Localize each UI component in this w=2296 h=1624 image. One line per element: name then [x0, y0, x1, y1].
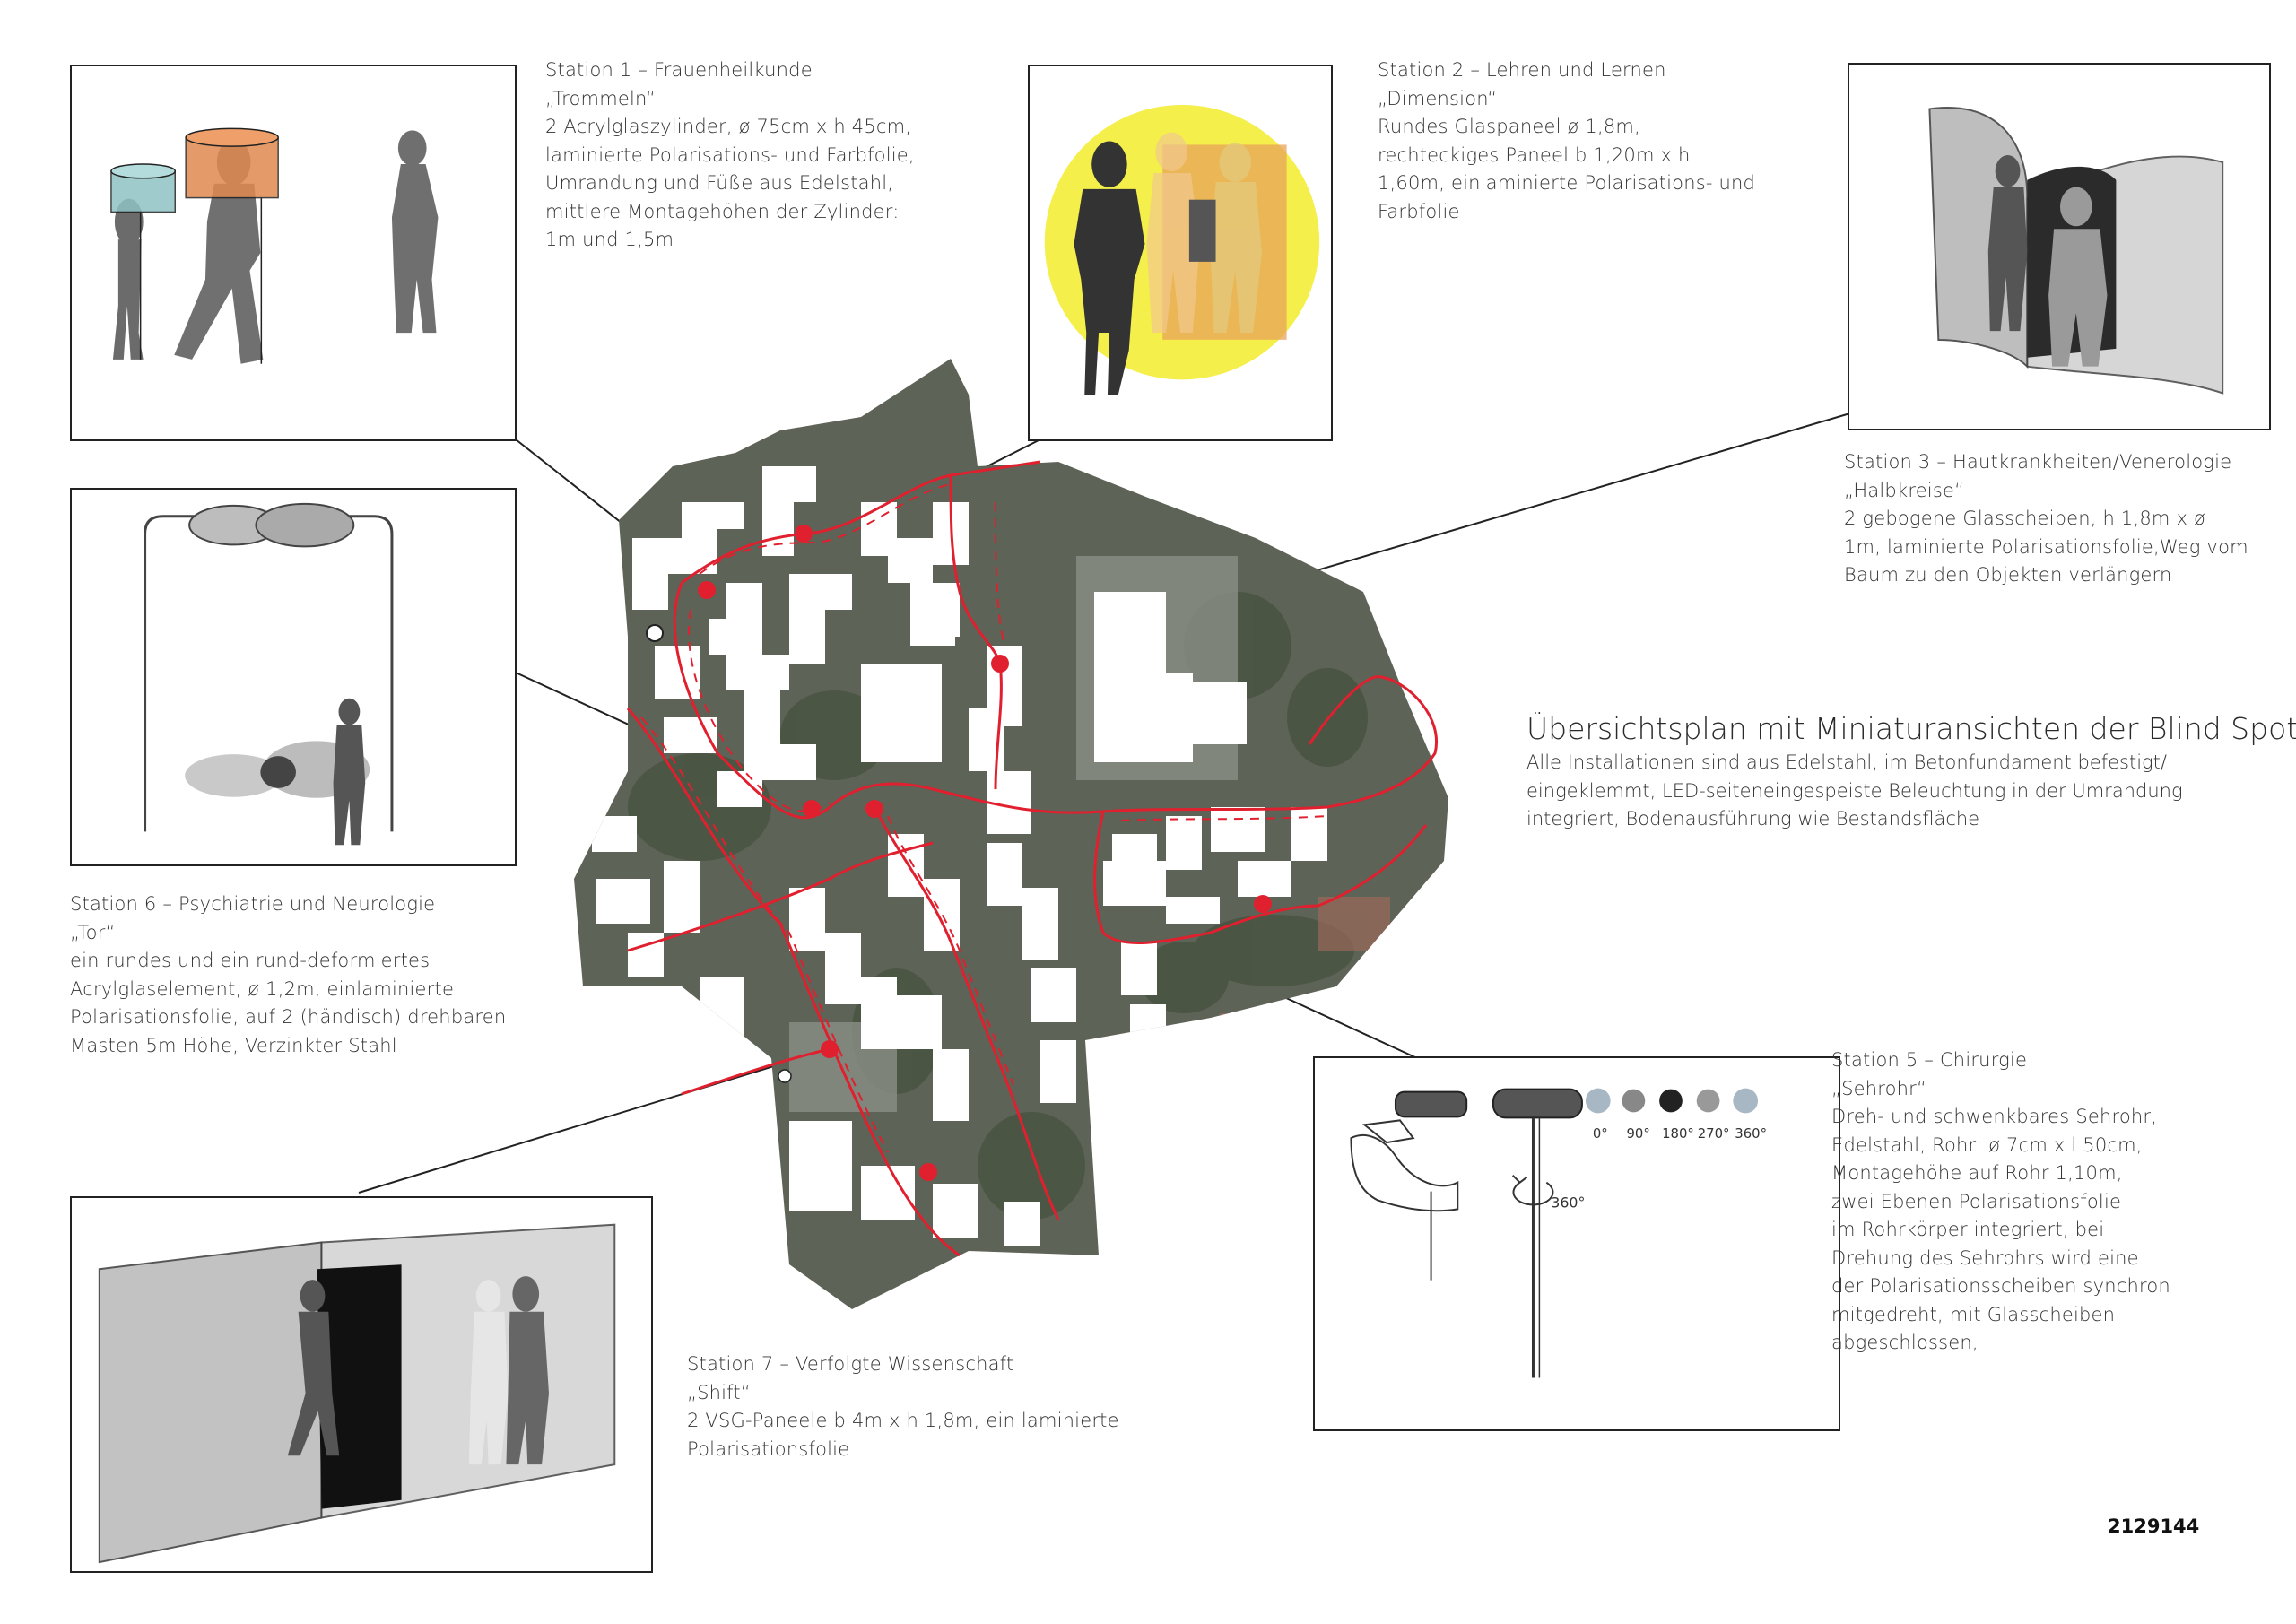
page-title: Übersichtsplan mit Miniaturansichten der… — [1526, 711, 2296, 746]
station-3-description: Station 3 – Hautkrankheiten/Venerologie„… — [1844, 451, 2248, 586]
angle-270: 270° — [1698, 1125, 1730, 1142]
station-7-description: Station 7 – Verfolgte Wissenschaft„Shift… — [687, 1353, 1119, 1460]
angle-360: 360° — [1735, 1125, 1767, 1142]
angle-0: 0° — [1593, 1125, 1608, 1142]
station-2-description: Station 2 – Lehren und Lernen„Dimension“… — [1378, 59, 1756, 222]
angle-180: 180° — [1662, 1125, 1694, 1142]
station-3-thumbnail — [1848, 63, 2271, 430]
station-7-thumbnail — [70, 1196, 653, 1573]
station-6-thumbnail — [70, 488, 517, 866]
station-2-thumbnail — [1028, 65, 1333, 441]
station-points — [698, 525, 1272, 1181]
station-1-thumbnail — [70, 65, 517, 441]
station-1-description: Station 1 – Frauenheilkunde„Trommeln“2 A… — [545, 59, 915, 250]
page-subtitle: Alle Installationen sind aus Edelstahl, … — [1526, 751, 2183, 829]
project-code: 2129144 — [2108, 1515, 2200, 1537]
station-5-thumbnail: 360° 0° 90° 180° 270° 360° — [1313, 1056, 1840, 1431]
rotation-label: 360° — [1551, 1194, 1585, 1211]
angle-90: 90° — [1626, 1125, 1649, 1142]
station-5-description: Station 5 – Chirurgie„Sehrohr“Dreh- und … — [1831, 1049, 2170, 1353]
station-6-description: Station 6 – Psychiatrie und Neurologie„T… — [70, 893, 507, 1056]
